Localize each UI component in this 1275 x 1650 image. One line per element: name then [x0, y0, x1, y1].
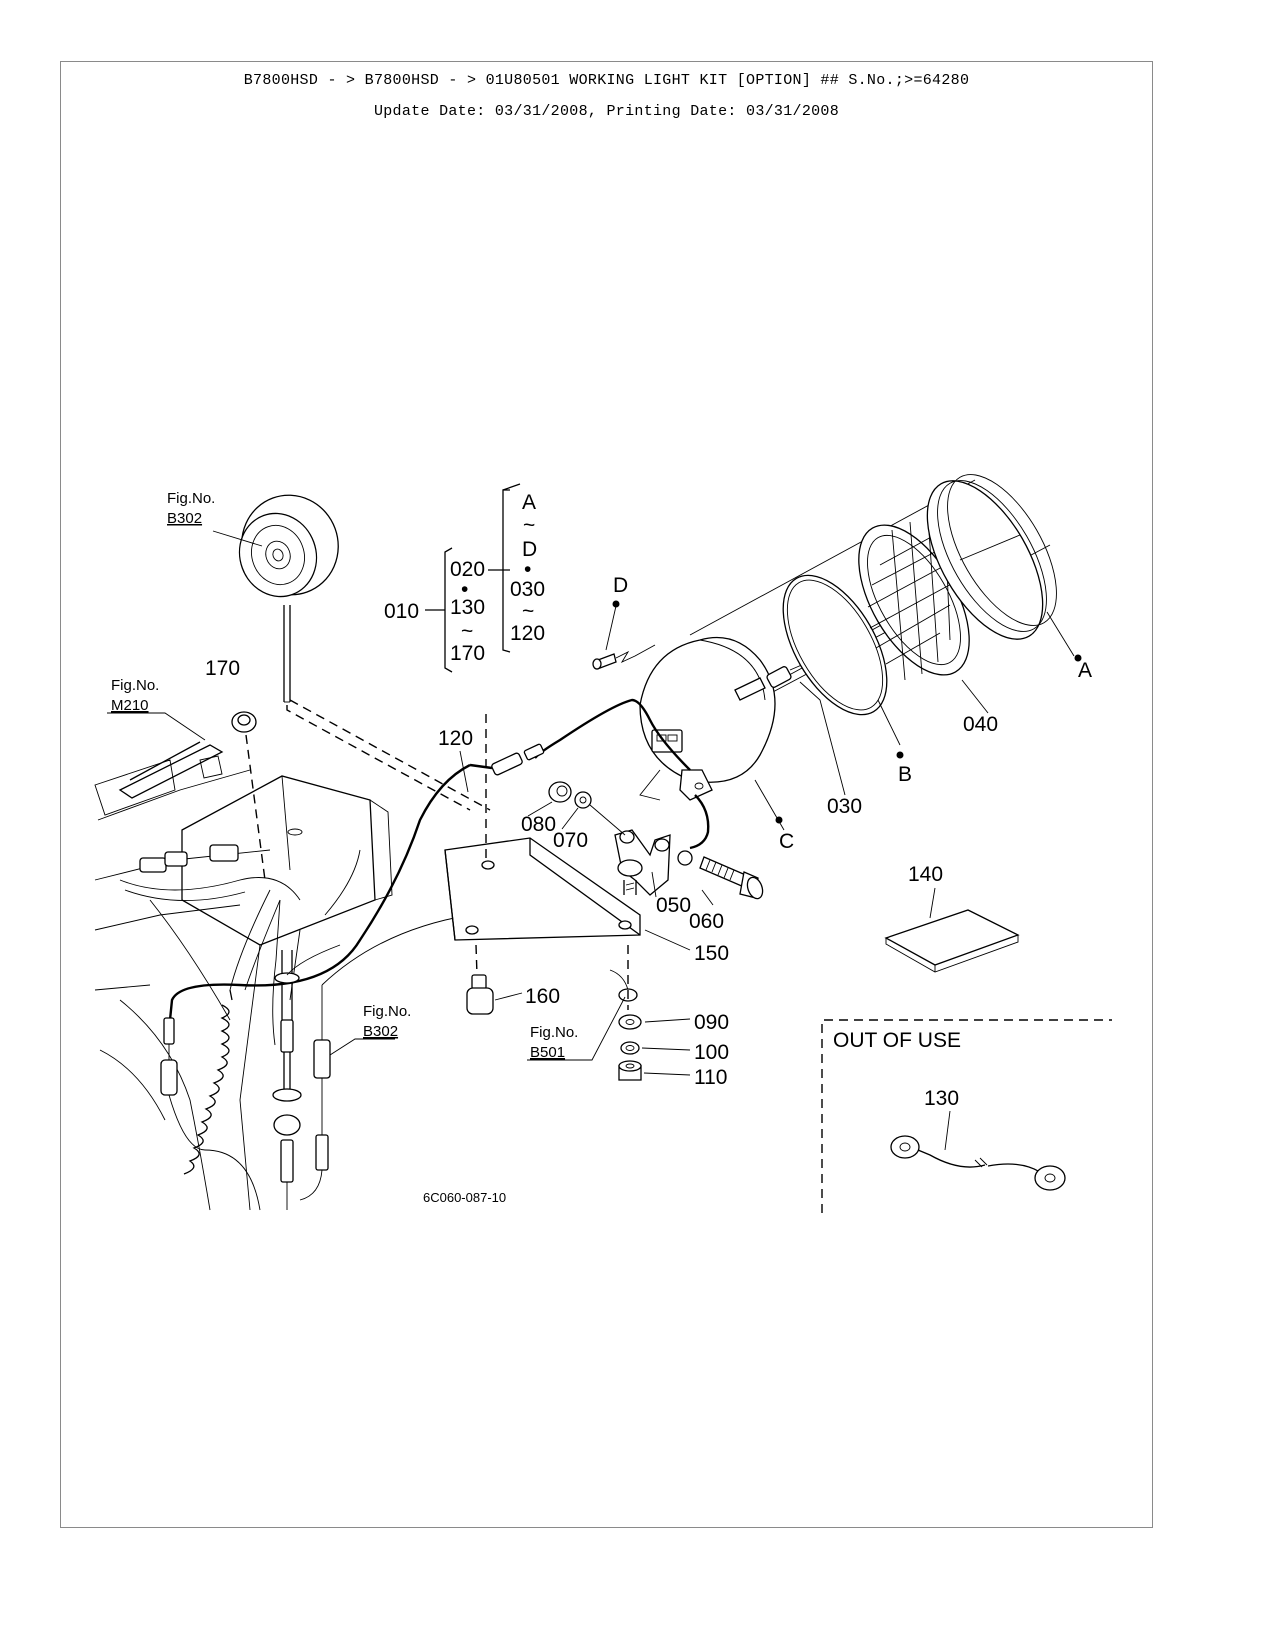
part-090: 090	[694, 1011, 729, 1034]
part-050: 050	[656, 894, 691, 917]
nut-080	[548, 781, 572, 803]
lamp-housing	[639, 636, 776, 801]
part-060: 060	[689, 910, 724, 933]
group-inner-2: •	[461, 578, 468, 601]
manual-140	[884, 909, 1020, 973]
page-frame	[60, 61, 1153, 1528]
fig-m210-value: M210	[111, 697, 149, 714]
group-outer-4: •	[524, 558, 531, 581]
group-outer-7: 120	[510, 622, 545, 645]
mounting-bracket-150	[289, 699, 641, 941]
part-150: 150	[694, 942, 729, 965]
ground-wire-130	[890, 1135, 1066, 1191]
group-outer-3: D	[522, 538, 537, 561]
bolt-060	[677, 850, 764, 900]
screw-d	[592, 600, 656, 670]
coiled-cord	[183, 989, 233, 1175]
plug-160	[466, 944, 494, 1015]
part-160: 160	[525, 985, 560, 1008]
point-b: B	[898, 763, 912, 786]
point-c: C	[779, 830, 794, 853]
lamp-cable-120	[469, 698, 710, 850]
fig-b302-bottom-value: B302	[363, 1023, 398, 1040]
part-010: 010	[384, 600, 419, 623]
wiring-harness-left	[160, 763, 641, 1211]
labels: Fig.No. B302 Fig.No. M210 Fig.No. B302 F…	[111, 490, 1092, 1205]
fig-b302-top-label: Fig.No.	[167, 490, 215, 507]
washer-090	[618, 1014, 642, 1030]
group-inner-1: 020	[450, 558, 485, 581]
leader-lines	[107, 483, 1082, 1151]
out-of-use-box	[821, 1019, 1112, 1213]
fig-b302-bottom-label: Fig.No.	[363, 1003, 411, 1020]
rim-a	[926, 474, 1057, 640]
ground-hardware	[609, 945, 642, 1081]
reference-lamp-b302	[238, 494, 471, 811]
part-110: 110	[694, 1066, 727, 1089]
part-030: 030	[827, 795, 862, 818]
part-070: 070	[553, 829, 588, 852]
fig-m210-label: Fig.No.	[111, 677, 159, 694]
part-040: 040	[963, 713, 998, 736]
part-120: 120	[438, 727, 473, 750]
group-inner-4: ~	[461, 620, 473, 643]
tractor-body-outline	[94, 741, 393, 1211]
point-a: A	[1078, 659, 1092, 682]
stay-050	[614, 829, 671, 896]
part-100: 100	[694, 1041, 729, 1064]
fig-b501-label: Fig.No.	[530, 1024, 578, 1041]
part-140: 140	[908, 863, 943, 886]
group-outer-5: 030	[510, 578, 545, 601]
point-d: D	[613, 574, 628, 597]
group-outer-2: ~	[523, 514, 535, 537]
date-line: Update Date: 03/31/2008, Printing Date: …	[373, 103, 840, 120]
male-terminal	[163, 1017, 175, 1045]
lock-washer-100	[620, 1041, 640, 1055]
part-170: 170	[205, 657, 240, 680]
group-inner-5: 170	[450, 642, 485, 665]
page-title: B7800HSD - > B7800HSD - > 01U80501 WORKI…	[243, 72, 970, 89]
gasket-ring	[782, 574, 888, 716]
group-outer-6: ~	[522, 600, 534, 623]
fig-b302-top-value: B302	[167, 510, 202, 527]
washer-070	[574, 791, 626, 836]
harness-connectors	[119, 755, 301, 901]
group-outer-1: A	[522, 491, 536, 514]
part-080: 080	[521, 813, 556, 836]
part-130: 130	[924, 1087, 959, 1110]
out-of-use-label: OUT OF USE	[833, 1029, 961, 1052]
drawing-code: 6C060-087-10	[423, 1190, 506, 1205]
bulb-030	[766, 663, 805, 688]
group-inner-3: 130	[450, 596, 485, 619]
grommet-170	[231, 711, 266, 881]
fig-b501-value: B501	[530, 1044, 565, 1061]
